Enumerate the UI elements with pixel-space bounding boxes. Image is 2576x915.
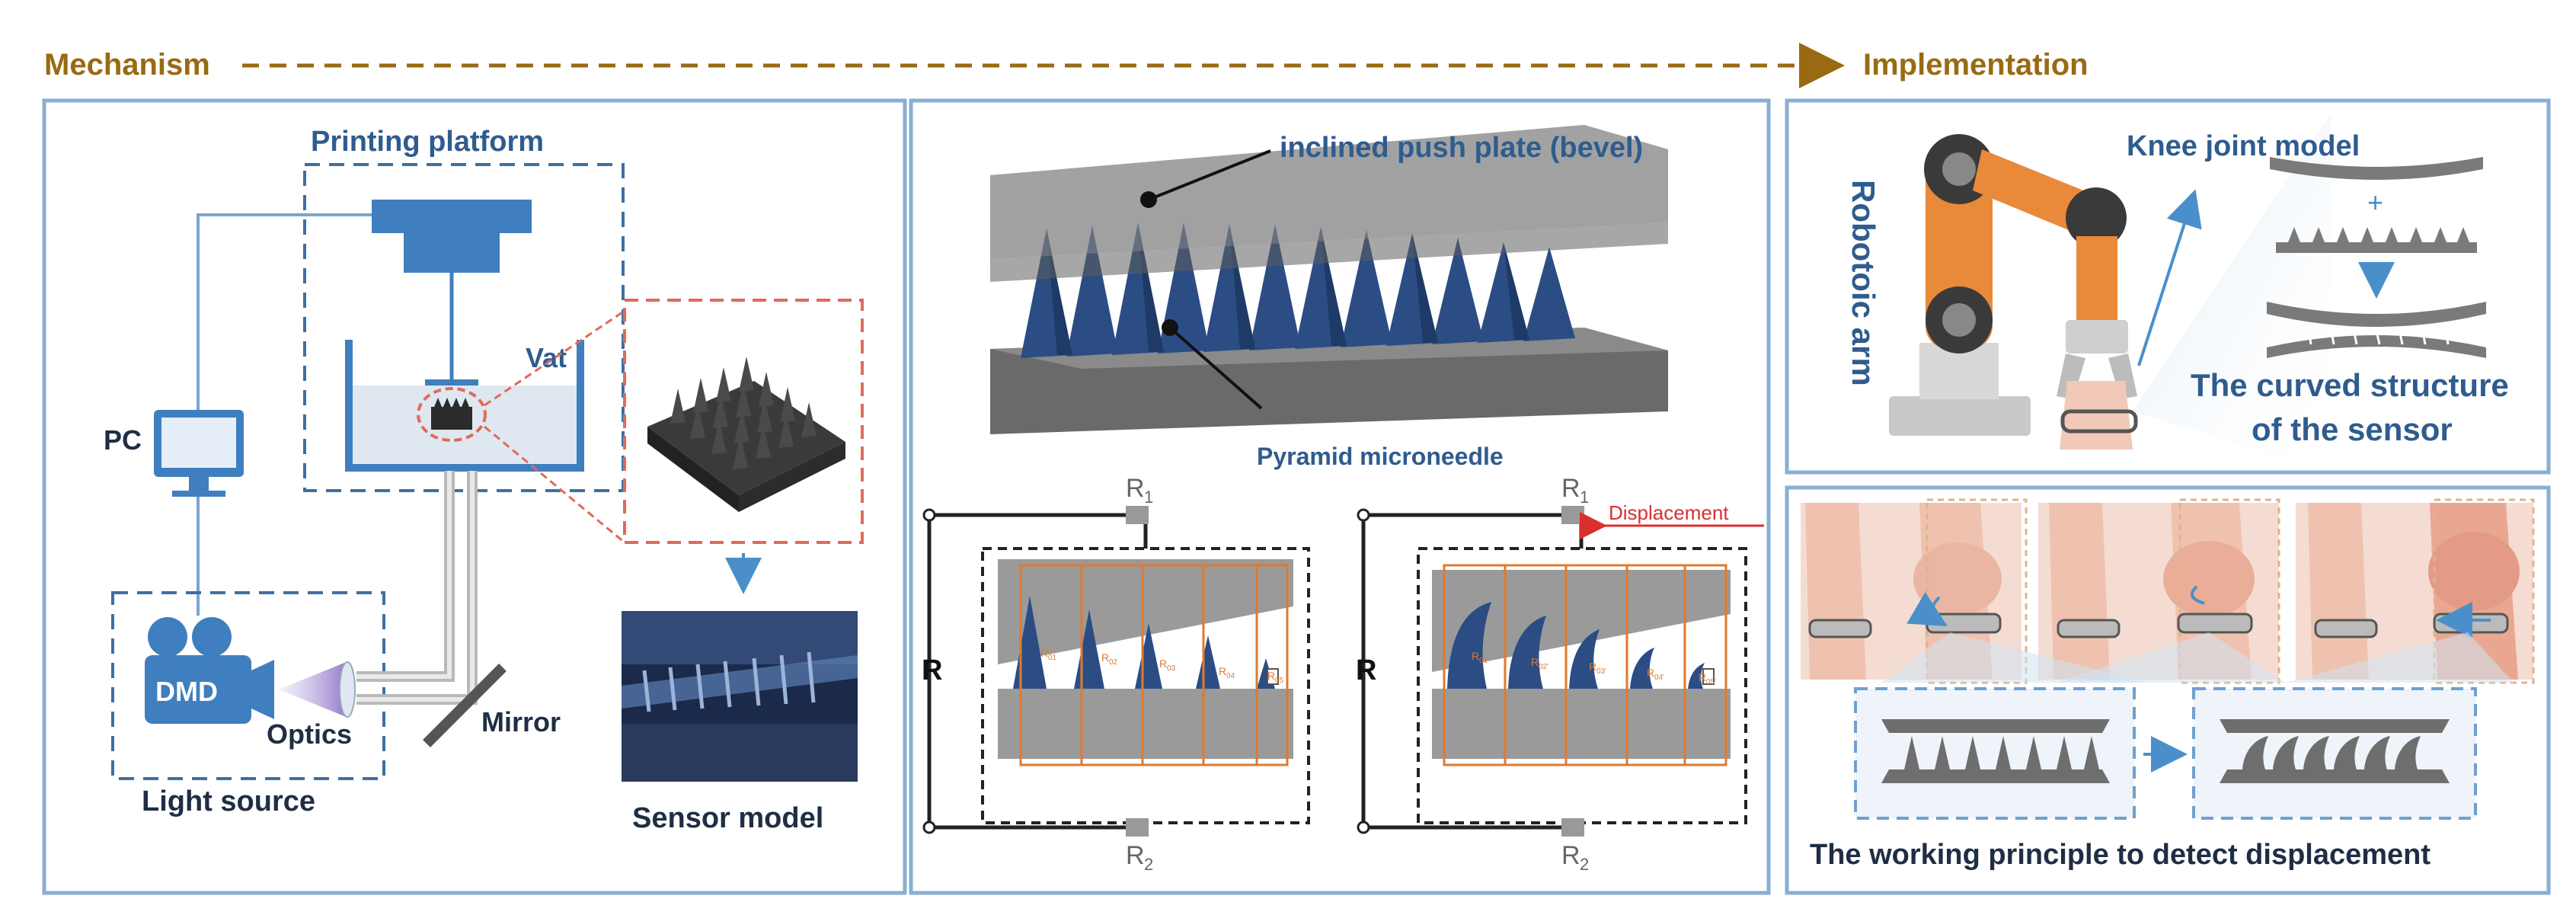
- plates-3d-render: [990, 125, 1668, 434]
- printing-platform-box: [303, 163, 625, 492]
- header-implementation: Implementation: [1863, 48, 2089, 82]
- needle-res-l3: R: [1159, 657, 1167, 670]
- needle-res-l5-sub: 05: [1275, 677, 1284, 685]
- label-pc: PC: [104, 424, 142, 456]
- zoom-circle: [417, 387, 487, 442]
- knee-model-illustration: [2060, 381, 2138, 450]
- label-plus: +: [2367, 187, 2383, 218]
- label-r1-right: R: [1561, 474, 1580, 503]
- label-curved-line1: The curved structure: [2191, 367, 2509, 403]
- needle-res-r5-sub: 05': [1706, 678, 1716, 686]
- platform-neck: [404, 233, 500, 273]
- needle-res-r1: R: [1472, 650, 1479, 662]
- principle-sensor-right: [2220, 719, 2450, 783]
- vat-wall: [345, 340, 584, 472]
- pc-icon: [154, 410, 244, 497]
- label-r1-right-sub: 1: [1580, 488, 1589, 507]
- label-robotic-arm: Robotoic arm: [1846, 180, 1881, 386]
- sensor-model-photo: [622, 611, 858, 782]
- needle-res-r2-sub: 02': [1539, 663, 1548, 671]
- needle-res-r3-sub: 03': [1596, 667, 1606, 676]
- dmd-projector-icon: [145, 617, 274, 724]
- curved-sensor-stack: +: [2267, 157, 2486, 358]
- header-mechanism: Mechanism: [44, 48, 210, 82]
- principle-box-right: [2192, 687, 2477, 820]
- mirror-shape: [423, 664, 507, 747]
- needle-res-r4: R: [1647, 667, 1654, 679]
- light-path-outer-2: [356, 471, 478, 705]
- callout-bevel-dot: [1140, 191, 1157, 208]
- label-knee-model: Knee joint model: [2127, 130, 2360, 162]
- label-r2-left-sub: 2: [1144, 855, 1153, 874]
- zoom-box: [623, 299, 864, 544]
- robotic-arm-illustration: [1889, 134, 2137, 436]
- label-dmd: DMD: [155, 676, 218, 707]
- microneedle-render: [647, 357, 845, 512]
- label-mirror: Mirror: [481, 706, 561, 737]
- label-vat: Vat: [526, 342, 567, 373]
- optics-lens: [339, 661, 356, 718]
- label-curved-line2: of the sensor: [2252, 411, 2453, 447]
- arrow-knee-model: [2137, 189, 2202, 366]
- principle-sensor-left: [1881, 719, 2110, 783]
- light-source-box: [111, 591, 385, 780]
- platform-head: [372, 200, 532, 233]
- label-r1-left-sub: 1: [1144, 488, 1153, 507]
- label-light-source: Light source: [142, 785, 315, 817]
- label-r-left: R: [922, 654, 942, 686]
- needle-res-l3-sub: 03: [1167, 664, 1176, 673]
- label-sensor-model: Sensor model: [632, 802, 823, 834]
- label-working-principle: The working principle to detect displace…: [1810, 839, 2431, 871]
- beam-1: [1881, 632, 2148, 683]
- callout-needle-line: [1168, 326, 1263, 410]
- needle-res-r4-sub: 04': [1654, 673, 1664, 682]
- label-displacement: Displacement: [1609, 501, 1729, 524]
- panel-mechanism-border: [42, 98, 907, 895]
- label-printing-platform: Printing platform: [311, 126, 544, 158]
- label-r2-left: R: [1126, 841, 1145, 870]
- callout-needle-dot: [1162, 319, 1178, 336]
- panel-principle-border: [1785, 485, 2551, 895]
- light-path-outer: [356, 471, 455, 682]
- circuit-right: [1357, 506, 1747, 837]
- panel-robot-border: [1785, 98, 2551, 475]
- wire-pc-platform: [197, 213, 372, 410]
- needle-res-r5: R: [1699, 671, 1706, 683]
- zoom-line-bottom: [484, 425, 625, 544]
- needle-res-l5: R: [1267, 670, 1275, 682]
- light-path-inner-2: [356, 471, 475, 702]
- label-optics: Optics: [267, 718, 352, 750]
- needle-res-r3: R: [1589, 661, 1596, 673]
- zoom-line-top: [484, 309, 625, 407]
- needle-res-l1-sub: 01: [1048, 654, 1057, 662]
- label-bevel: inclined push plate (bevel): [1280, 132, 1643, 164]
- needle-res-l2: R: [1101, 651, 1109, 664]
- callout-bevel-line: [1148, 149, 1271, 201]
- needle-res-r1-sub: 01': [1479, 657, 1489, 665]
- beam-2: [2057, 632, 2285, 683]
- light-path-inner: [356, 471, 452, 679]
- zoom-glow: [2133, 114, 2331, 472]
- label-r-right: R: [1356, 654, 1376, 686]
- needle-res-l2-sub: 02: [1109, 658, 1118, 667]
- needle-res-l4: R: [1219, 665, 1226, 677]
- printed-part: [431, 398, 472, 430]
- needle-res-l4-sub: 04: [1226, 672, 1235, 680]
- label-microneedle: Pyramid microneedle: [1257, 443, 1504, 470]
- needle-res-l1: R: [1040, 647, 1048, 659]
- needle-res-r2: R: [1531, 656, 1539, 668]
- label-r2-right-sub: 2: [1580, 855, 1589, 874]
- panel-plates-border: [909, 98, 1771, 895]
- label-r2-right: R: [1561, 841, 1580, 870]
- light-beam: [279, 663, 344, 716]
- circuit-left: [922, 506, 1310, 837]
- beam-3: [2285, 632, 2514, 683]
- label-r1-left: R: [1126, 474, 1145, 503]
